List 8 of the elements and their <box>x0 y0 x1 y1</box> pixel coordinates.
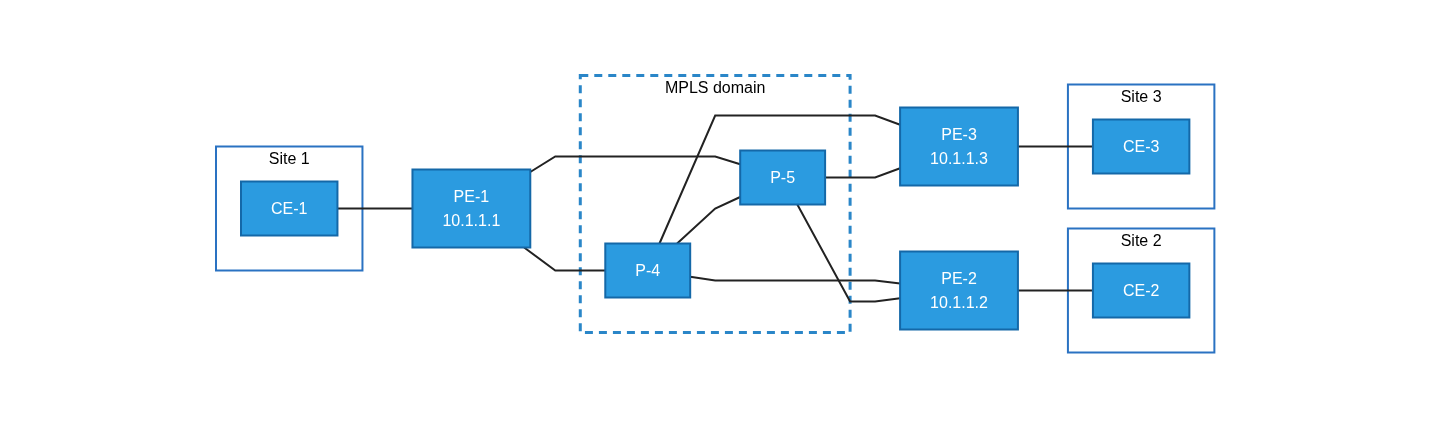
node-box: PE-1 10.1.1.1 <box>411 168 532 249</box>
node-box: CE-2 <box>1092 262 1191 319</box>
node-box: PE-3 10.1.1.3 <box>899 106 1020 187</box>
node-box: PE-2 10.1.1.2 <box>899 250 1020 331</box>
node-box: P-4 <box>604 242 692 299</box>
node-box: CE-1 <box>240 180 339 237</box>
node-box: CE-3 <box>1092 118 1191 175</box>
node-box: P-5 <box>739 149 827 206</box>
